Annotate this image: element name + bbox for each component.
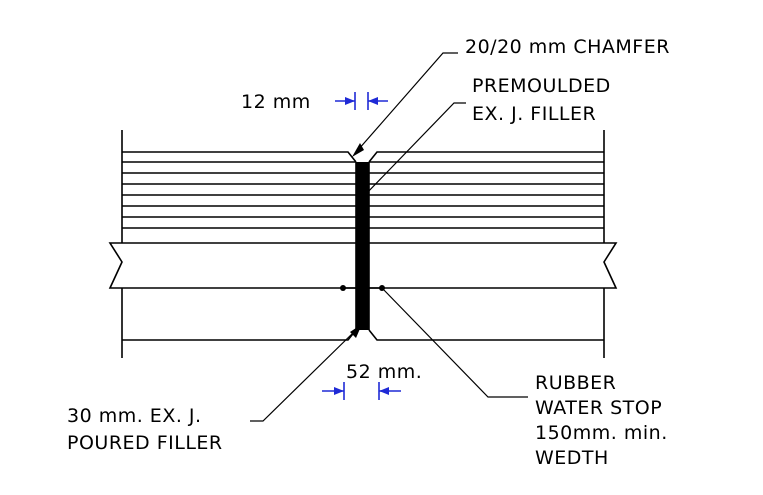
- left-slab: [108, 130, 123, 358]
- right-slab: [603, 130, 618, 358]
- leader-poured: [250, 324, 362, 422]
- leader-chamfer: [352, 52, 458, 157]
- label-premoulded-1: PREMOULDED: [472, 75, 611, 97]
- pavement-layers-right: [368, 151, 604, 341]
- label-poured-1: 30 mm. EX. J.: [67, 405, 202, 427]
- label-premoulded-2: EX. J. FILLER: [472, 103, 596, 125]
- joint-filler: [355, 162, 370, 330]
- label-rubber-3: 150mm. min.: [535, 422, 668, 444]
- label-chamfer: 20/20 mm CHAMFER: [465, 36, 670, 58]
- leader-premoulded: [363, 102, 466, 197]
- label-rubber-4: WEDTH: [535, 447, 609, 469]
- label-gap-dimension: 12 mm: [241, 91, 311, 113]
- label-rubber-2: WATER STOP: [535, 397, 662, 419]
- pavement-layers-left: [122, 151, 357, 341]
- label-poured-2: POURED FILLER: [67, 432, 223, 454]
- label-joint-dimension: 52 mm.: [346, 361, 422, 383]
- leader-rubber: [381, 287, 528, 398]
- dimension-12mm: [335, 92, 388, 110]
- label-rubber-1: RUBBER: [535, 372, 616, 394]
- dimension-52mm: [322, 382, 401, 400]
